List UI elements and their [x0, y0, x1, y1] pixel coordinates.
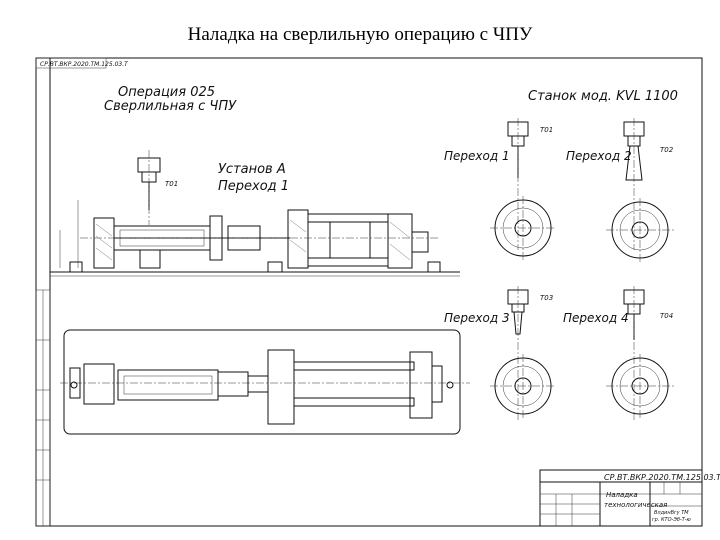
- rotated-code-text: СР.ВТ.ВКР.2020.ТМ.125.03.Т: [40, 61, 129, 68]
- transition-2-label: Переход 2: [566, 149, 632, 163]
- transition-1-label: Переход 1: [444, 149, 510, 163]
- transition-4-tool: [623, 286, 645, 420]
- transition-1-tool: [507, 118, 529, 250]
- transition-2-tool-id: Т02: [660, 146, 674, 154]
- title-block-designation: СР.ВТ.ВКР.2020.ТМ.125.03.Т: [604, 473, 720, 482]
- transition-4-part-section: [606, 354, 674, 418]
- transition-3-part-section: [490, 354, 556, 418]
- drawing-outer-frame: [35, 57, 703, 527]
- main-spindle-tool: [137, 150, 161, 225]
- fixture-hatching: [95, 219, 411, 261]
- transition-1-tool-id: Т01: [540, 126, 553, 134]
- left-stamp-column: [35, 289, 51, 527]
- transition-3-tool-id: Т03: [540, 294, 553, 302]
- main-tool-label: Т01: [165, 180, 178, 188]
- title-block-org-line2: гр. КТО-Эб-Т-ю: [652, 517, 691, 523]
- transition-3-label: Переход 3: [444, 311, 510, 325]
- operation-name: Сверлильная с ЧПУ: [104, 99, 237, 114]
- rotated-code-box: [35, 57, 107, 69]
- setup-transition-label: Переход 1: [218, 179, 289, 194]
- slide-title: Наладка на сверлильную операцию с ЧПУ: [187, 24, 533, 45]
- transition-4-label: Переход 4: [563, 311, 629, 325]
- title-block-name-line1: Наладка: [606, 491, 638, 499]
- title-block-name-line2: технологическая: [604, 501, 667, 509]
- title-block-org-line1: ВлдинВгу ТМ: [654, 510, 689, 516]
- transition-1-part-section: [490, 196, 556, 260]
- fixture-top-view: [60, 329, 470, 435]
- fixture-side-view: [50, 209, 460, 277]
- title-block: [539, 469, 703, 527]
- transition-2-tool: [623, 118, 645, 250]
- transition-2-part-section: [606, 198, 674, 262]
- setup-label: Установ А: [218, 162, 286, 177]
- operation-number: Операция 025: [118, 85, 215, 100]
- transition-4-tool-id: Т04: [660, 312, 673, 320]
- transition-3-tool: [507, 286, 529, 420]
- machine-model: Станок мод. KVL 1100: [528, 89, 678, 104]
